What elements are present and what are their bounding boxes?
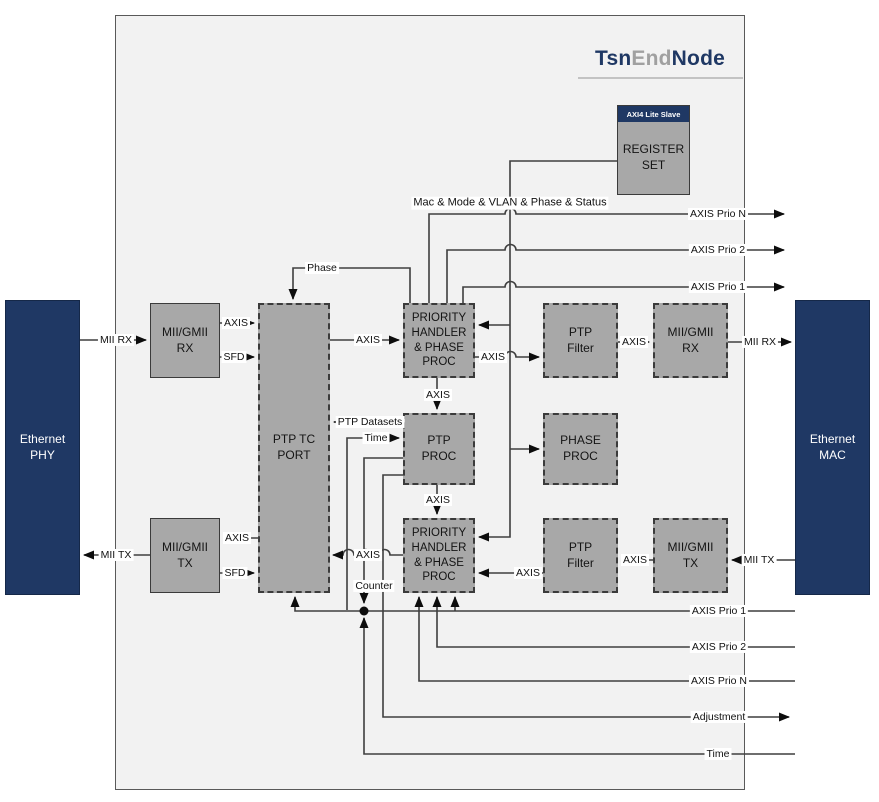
title-part-node: Node [671, 47, 725, 70]
wire-label-counter: Counter [353, 579, 395, 593]
register-set-label: REGISTER SET [622, 142, 685, 172]
block-mii-gmii-rx-right-label: MII/GMII RX [667, 324, 714, 355]
wire-label-sfd-tx-out: SFD [222, 566, 248, 580]
wire-label-axis-filter2-to-handler: AXIS [514, 566, 542, 580]
block-mii-gmii-tx-right: MII/GMII TX [653, 518, 728, 593]
wire-axis-prio-1-top [462, 280, 785, 303]
block-ptp-tc-port: PTP TC PORT [258, 303, 330, 593]
wire-label-time-mid: Time [362, 431, 390, 445]
wire-label-axis-handler-down: AXIS [424, 388, 452, 402]
title-underline [578, 77, 743, 79]
wire-axis-prio-1-bottom [290, 596, 795, 612]
wire-label-axis-handler2-to-tc: AXIS [354, 548, 382, 562]
block-ethernet-mac: Ethernet MAC [795, 300, 870, 595]
block-priority-handler-bottom-label: PRIORITY HANDLER & PHASE PROC [411, 526, 467, 584]
title-part-end: End [631, 47, 672, 70]
block-mii-gmii-rx-right: MII/GMII RX [653, 303, 728, 378]
wire-label-mii-tx-right: MII TX [741, 553, 777, 567]
counter-junction-dot [359, 606, 369, 616]
title-part-tsn: Tsn [595, 47, 632, 70]
wire-label-axis-tx-to-filter: AXIS [621, 553, 649, 567]
wire-label-axis-prio-2-top: AXIS Prio 2 [688, 243, 748, 257]
wire-phase [288, 267, 411, 303]
block-ptp-proc: PTP PROC [403, 413, 475, 485]
block-ptp-proc-label: PTP PROC [421, 433, 457, 463]
diagram-title: TsnEndNode [575, 47, 745, 71]
block-ptp-filter-bottom-label: PTP Filter [567, 539, 594, 570]
block-ptp-filter-top: PTP Filter [543, 303, 618, 378]
block-priority-handler-top-label: PRIORITY HANDLER & PHASE PROC [411, 311, 467, 369]
wire-label-axis-rx-in: AXIS [222, 316, 250, 330]
wire-label-phase: Phase [305, 261, 339, 275]
wire-label-axis-prio-1-top: AXIS Prio 1 [688, 280, 748, 294]
wire-label-time-bottom: Time [704, 747, 732, 761]
block-phase-proc: PHASE PROC [543, 413, 618, 485]
wire-label-axis-tc-to-handler: AXIS [354, 333, 382, 347]
block-register-set: AXI4 Lite Slave REGISTER SET [617, 105, 690, 195]
block-mii-gmii-tx-left-label: MII/GMII TX [162, 539, 208, 570]
wire-label-mii-rx-left: MII RX [97, 333, 135, 347]
wire-adjustment [382, 474, 790, 722]
wire-label-mii-tx-left: MII TX [98, 548, 134, 562]
register-set-header: AXI4 Lite Slave [618, 106, 689, 122]
wire-axis-prio-2-bottom [432, 596, 795, 648]
block-priority-handler-top: PRIORITY HANDLER & PHASE PROC [403, 303, 475, 378]
block-mii-gmii-tx-right-label: MII/GMII TX [667, 539, 714, 570]
wire-label-axis-prio-2-bottom: AXIS Prio 2 [689, 640, 749, 654]
wire-label-adjustment: Adjustment [690, 710, 748, 724]
wire-register-bus [478, 160, 617, 542]
wire-label-axis-tc-to-tx: AXIS [223, 531, 251, 545]
wire-label-axis-prio-1-bottom: AXIS Prio 1 [689, 604, 749, 618]
block-priority-handler-bottom: PRIORITY HANDLER & PHASE PROC [403, 518, 475, 593]
wire-label-mii-rx-right: MII RX [741, 335, 779, 349]
block-ethernet-phy: Ethernet PHY [5, 300, 80, 595]
wire-label-mac-mode: Mac & Mode & VLAN & Phase & Status [411, 196, 609, 210]
wire-label-sfd-rx-in: SFD [221, 350, 247, 364]
block-mii-gmii-rx-left-label: MII/GMII RX [162, 324, 208, 355]
block-ptp-filter-bottom: PTP Filter [543, 518, 618, 593]
block-ptp-filter-top-label: PTP Filter [567, 324, 594, 355]
wire-label-axis-prio-n-top: AXIS Prio N [687, 207, 749, 221]
block-ethernet-phy-label: Ethernet PHY [19, 431, 66, 462]
block-mii-gmii-rx-left: MII/GMII RX [150, 303, 220, 378]
wire-label-axis-prio-n-bottom: AXIS Prio N [688, 674, 750, 688]
block-ptp-tc-port-label: PTP TC PORT [272, 432, 316, 462]
block-ethernet-mac-label: Ethernet MAC [809, 431, 856, 462]
wire-axis-prio-n-bottom [414, 596, 795, 682]
wire-label-axis-filter-to-rx: AXIS [620, 335, 648, 349]
wire-time-bottom [359, 617, 795, 755]
block-phase-proc-label: PHASE PROC [560, 433, 601, 463]
wire-label-axis-handler-to-filter: AXIS [479, 350, 507, 364]
block-mii-gmii-tx-left: MII/GMII TX [150, 518, 220, 593]
wire-label-ptp-datasets: PTP Datasets [335, 415, 405, 429]
wire-label-axis-proc-down: AXIS [424, 493, 452, 507]
wire-axis-prio-2-top [446, 243, 785, 303]
